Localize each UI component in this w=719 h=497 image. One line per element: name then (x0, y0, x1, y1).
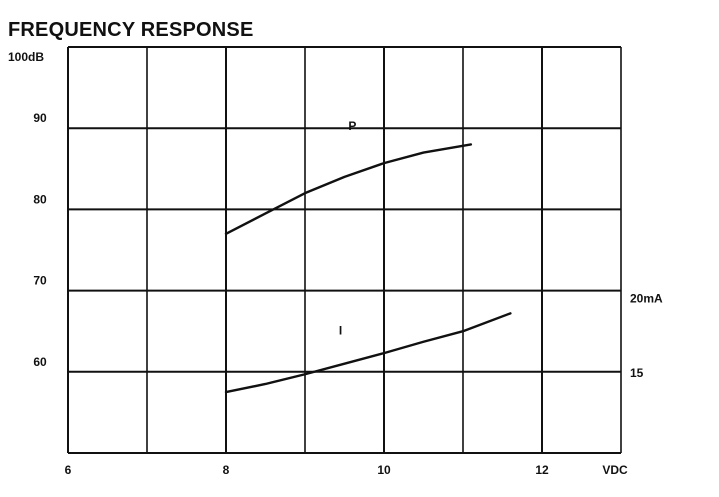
y-tick-label-left: 80 (33, 192, 47, 206)
series-labels: PI (339, 119, 357, 338)
y-tick-label-left: 90 (33, 111, 47, 125)
chart-title: FREQUENCY RESPONSE (8, 19, 254, 41)
y-tick-label-right: 15 (630, 366, 644, 380)
y-tick-label-right: 20mA (630, 292, 663, 306)
x-tick-label: 10 (377, 463, 391, 477)
series-line-i (224, 312, 512, 394)
x-tick-label: 8 (223, 463, 230, 477)
series-label-i: I (339, 323, 342, 337)
series-lines (224, 143, 512, 394)
y-tick-label-left: 70 (33, 274, 47, 288)
x-unit-label: VDC (602, 463, 628, 477)
tick-labels: 6 8 10 12 VDC 100dB 90 80 70 60 20mA 15 (8, 50, 663, 477)
x-tick-label: 12 (535, 463, 549, 477)
x-tick-label: 6 (65, 463, 72, 477)
grid (67, 46, 622, 454)
y-tick-label-left: 100dB (8, 50, 44, 64)
y-tick-label-left: 60 (33, 355, 47, 369)
series-label-p: P (348, 119, 356, 133)
series-line-p (224, 143, 473, 235)
